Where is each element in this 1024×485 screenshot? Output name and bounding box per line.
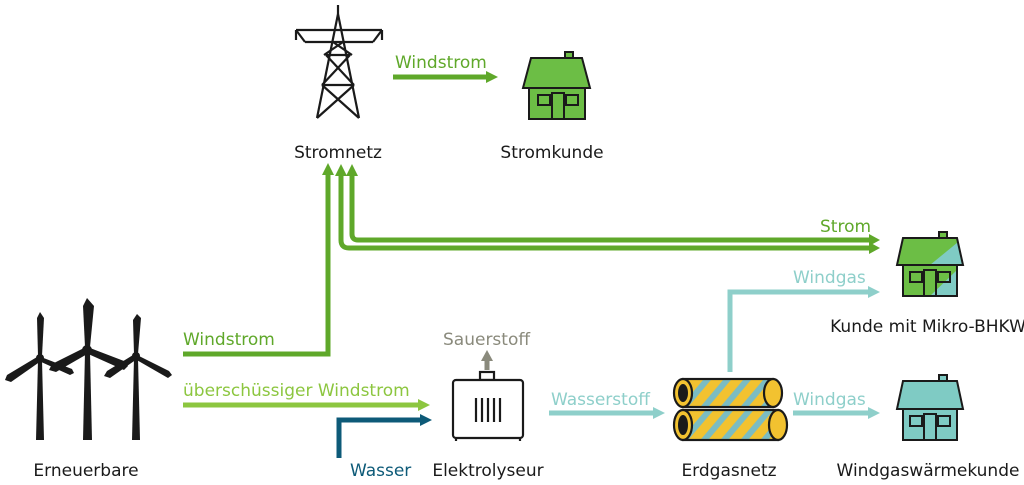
- wind-turbines-icon: [5, 298, 172, 440]
- flow-strom: Strom: [335, 164, 880, 254]
- flow-windgas-upper: Windgas: [727, 268, 880, 372]
- house-windgaswaerme-icon: [895, 374, 965, 441]
- gas-pipes-icon: [672, 377, 789, 442]
- node-label-stromkunde: Stromkunde: [500, 143, 603, 163]
- flow-windstrom-top: Windstrom: [393, 53, 498, 83]
- pylon-icon: [294, 5, 384, 119]
- flow-label-windgas-lower: Windgas: [793, 390, 866, 410]
- flow-label-wasser: Wasser: [350, 461, 411, 481]
- flow-label-windstrom-left: Windstrom: [183, 330, 275, 350]
- flow-windgas-lower: Windgas: [793, 390, 880, 419]
- flow-label-sauerstoff: Sauerstoff: [443, 330, 531, 350]
- flow-label-ueberschuss: überschüssiger Windstrom: [183, 381, 410, 401]
- flow-label-windgas-upper: Windgas: [793, 268, 866, 288]
- flow-ueberschuss: überschüssiger Windstrom: [183, 381, 430, 411]
- flow-sauerstoff: Sauerstoff: [443, 330, 531, 370]
- node-label-erneuerbare: Erneuerbare: [33, 461, 138, 481]
- flow-wasserstoff: Wasserstoff: [549, 390, 665, 419]
- flow-wasser: Wasser: [336, 414, 432, 481]
- house-stromkunde-icon: [521, 51, 592, 120]
- flow-windstrom-left: Windstrom: [183, 163, 334, 357]
- flow-label-wasserstoff: Wasserstoff: [551, 390, 651, 410]
- electrolyzer-icon: [451, 370, 525, 441]
- house-mikro-bhkw-icon: [895, 231, 965, 297]
- node-label-mikro-bhkw: Kunde mit Mikro-BHKW: [830, 317, 1024, 337]
- node-label-elektrolyseur: Elektrolyseur: [432, 461, 543, 481]
- flow-label-strom: Strom: [820, 217, 871, 237]
- node-label-stromnetz: Stromnetz: [294, 143, 382, 163]
- node-label-erdgasnetz: Erdgasnetz: [681, 461, 776, 481]
- flow-label-windstrom-top: Windstrom: [395, 53, 487, 73]
- node-label-windgaswaerme: Windgaswärmekunde: [837, 461, 1020, 481]
